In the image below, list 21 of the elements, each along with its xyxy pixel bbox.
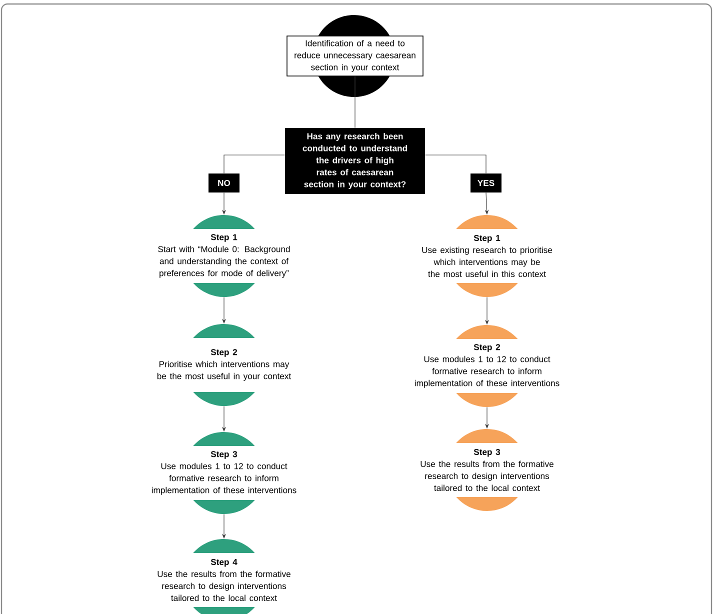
node-label: Step 1 <box>210 234 238 242</box>
node-label: Use modules 1 to 12 to conduct formative research to inform implementation of these interventions <box>152 462 296 495</box>
node-label: Step 3 <box>474 448 500 457</box>
connector <box>354 76 356 128</box>
connector <box>424 154 486 174</box>
answer-tag: NO <box>208 174 240 192</box>
node-label: Step 2 <box>210 349 238 357</box>
start-box: Identification of a need to reduce unnecessary caesarean section in your context <box>286 15 424 97</box>
node-label: Start with “Module 0: Background and understanding the context of preferences for mode of delivery” <box>158 246 290 278</box>
node-label: Step 4 <box>210 558 238 567</box>
node-label: Use existing research to prioritise which interventions may be the most useful in this context <box>422 246 552 278</box>
question-box: Has any research been conducted to understand the drivers of high rates of caesarean section in your context? <box>285 128 425 194</box>
node-label: Use modules 1 to 12 to conduct formative research to inform implementation of these interventions <box>414 356 560 388</box>
node-label: Use the results from the formative research to design interventions tailored to the local context <box>158 570 290 602</box>
node-label: Step 2 <box>474 344 500 352</box>
node-label: Step 1 <box>474 234 500 243</box>
node-label: Step 3 <box>210 451 238 459</box>
node-label: Prioritise which interventions may be the most useful in your context <box>157 360 292 381</box>
answer-tag: YES <box>470 174 502 192</box>
connector <box>224 154 286 174</box>
node-label: Use the results from the formative research to design interventions tailored to the local context <box>420 460 554 492</box>
